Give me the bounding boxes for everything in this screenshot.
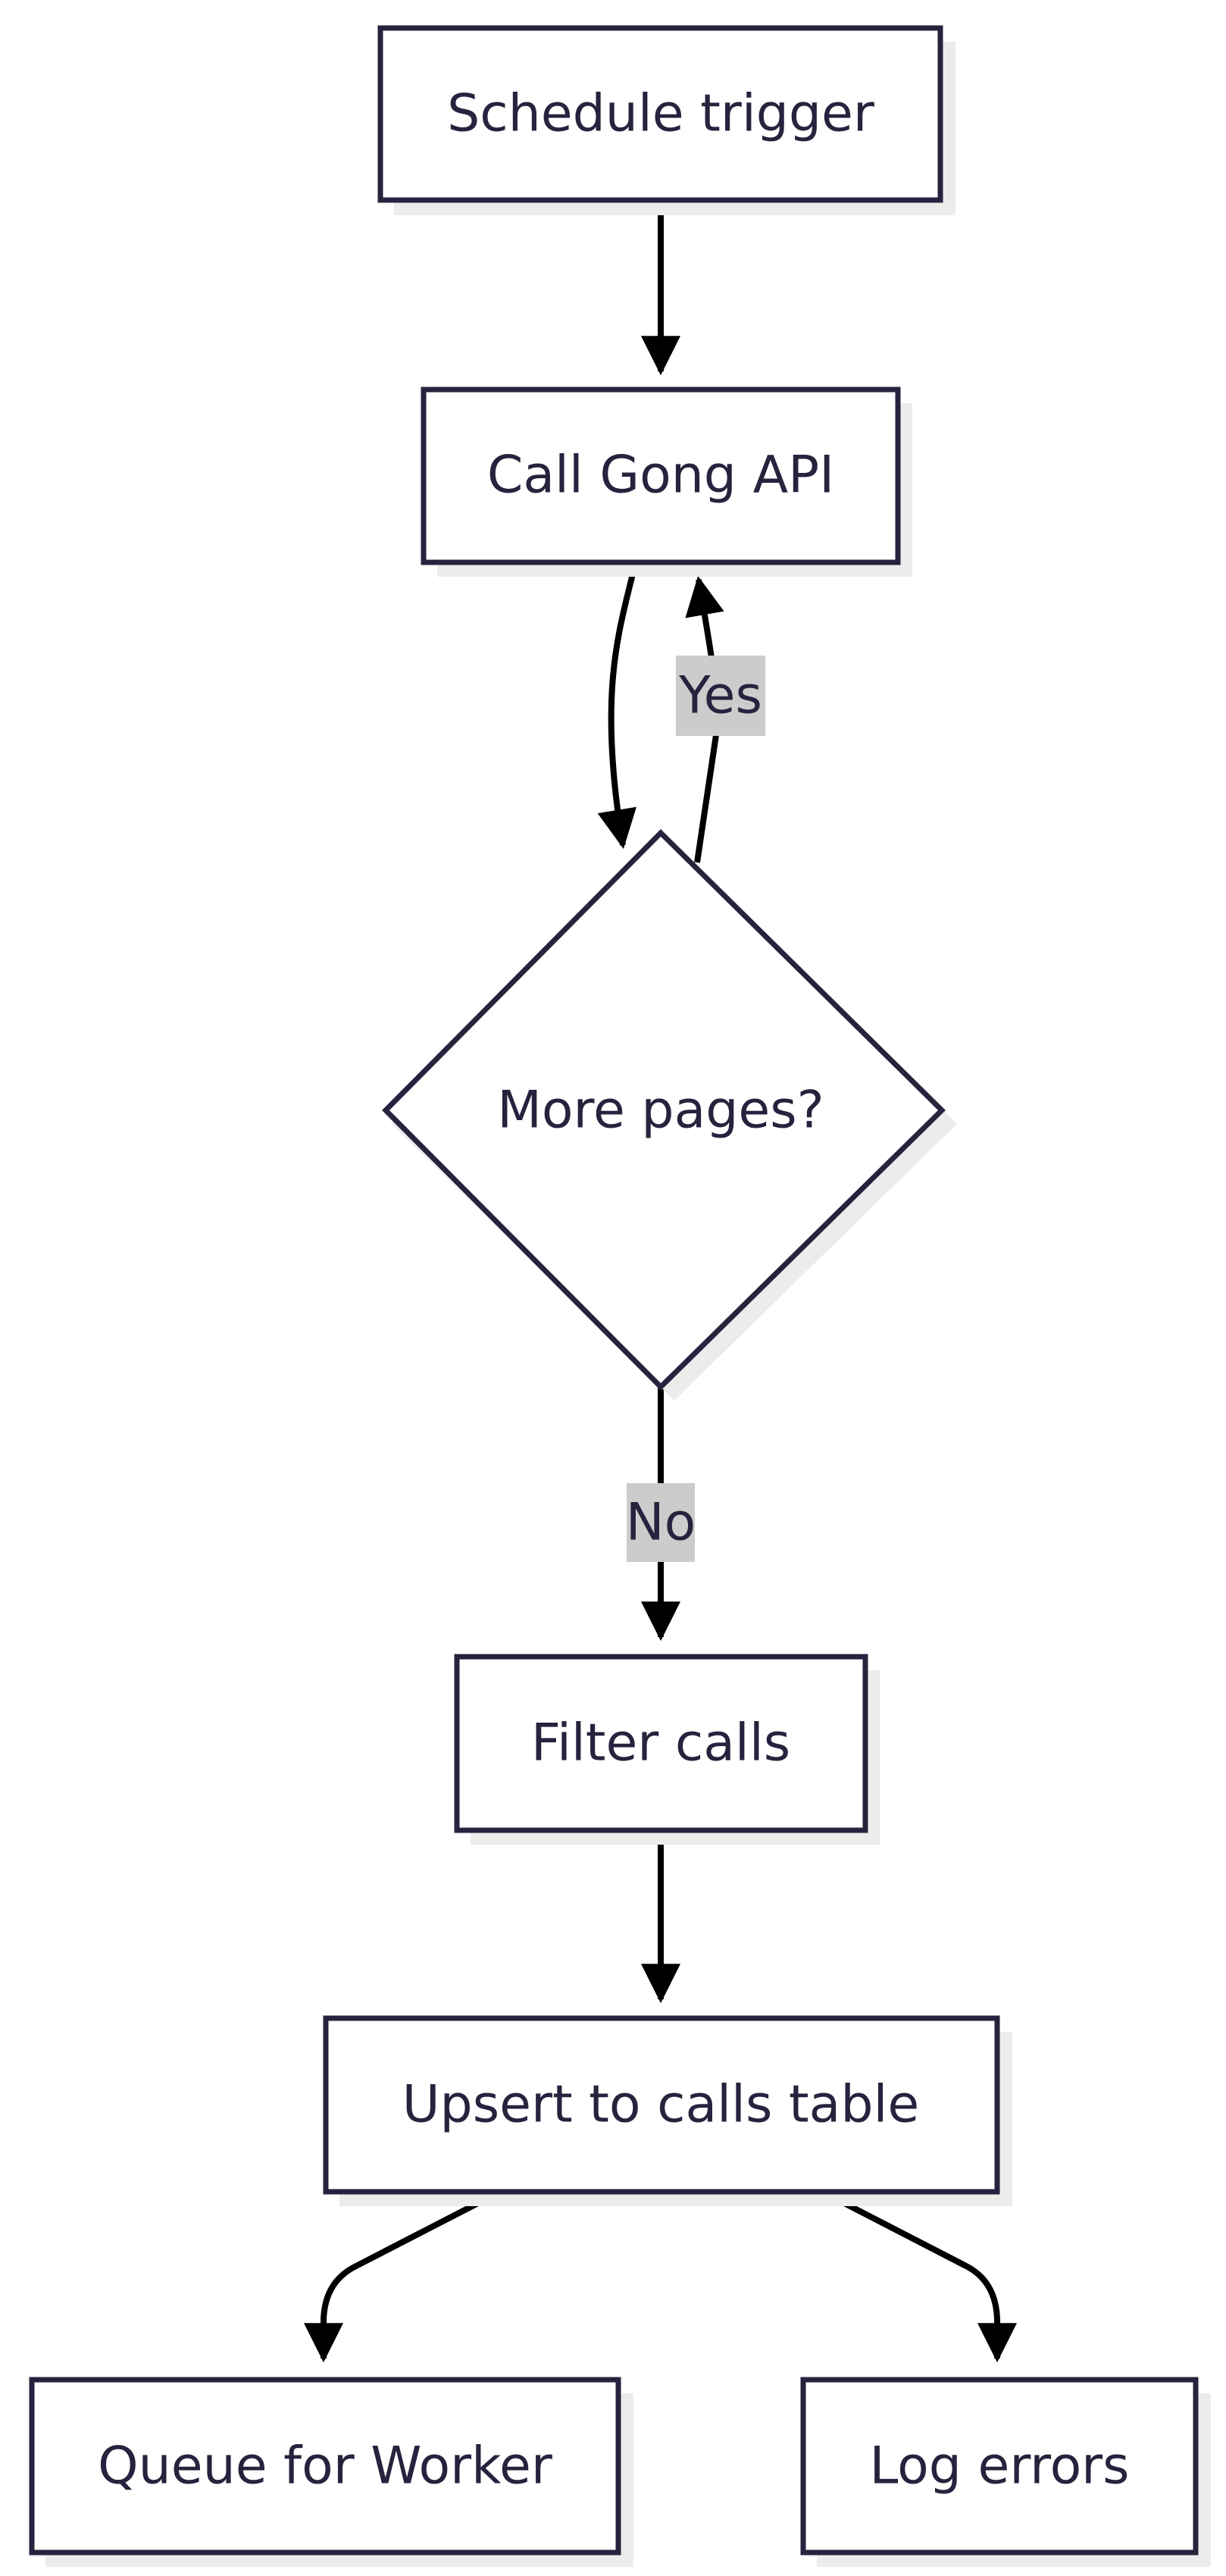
node-diamond: [382, 829, 946, 1391]
node-box: [454, 1654, 868, 1833]
node-box: [377, 25, 943, 203]
node-filter-calls: Filter calls: [454, 1654, 880, 1845]
node-call-gong-api: Call Gong API: [421, 387, 912, 577]
node-label: Log errors: [869, 2437, 1129, 2496]
node-label: Upsert to calls table: [402, 2075, 919, 2135]
edge-label-yes-bg: [676, 656, 765, 736]
node-box: [421, 387, 901, 565]
edge-label-no: No: [626, 1483, 696, 1562]
edge-upsert-to-queue: [304, 2189, 502, 2363]
node-label: Schedule trigger: [447, 84, 874, 144]
node-label: Queue for Worker: [98, 2437, 552, 2496]
node-queue-for-worker: Queue for Worker: [29, 2377, 633, 2567]
node-more-pages-decision: More pages?: [382, 829, 957, 1401]
edge-upsert-to-log: [821, 2189, 1017, 2363]
node-label: Call Gong API: [487, 446, 834, 505]
edge-label-yes-text: Yes: [678, 666, 762, 726]
node-label: More pages?: [497, 1081, 824, 1141]
node-box: [323, 2015, 1000, 2195]
node-label: Filter calls: [531, 1714, 790, 1773]
node-box: [800, 2377, 1199, 2556]
edge-label-no-text: No: [626, 1493, 696, 1553]
node-box: [29, 2377, 621, 2556]
node-schedule-trigger: Schedule trigger: [377, 25, 955, 215]
node-upsert-calls-table: Upsert to calls table: [323, 2015, 1012, 2206]
edge-call-api-to-more-pages: [597, 564, 638, 850]
edge-label-no-bg: [627, 1483, 695, 1562]
edge-label-yes: Yes: [676, 656, 765, 736]
node-log-errors: Log errors: [800, 2377, 1211, 2567]
